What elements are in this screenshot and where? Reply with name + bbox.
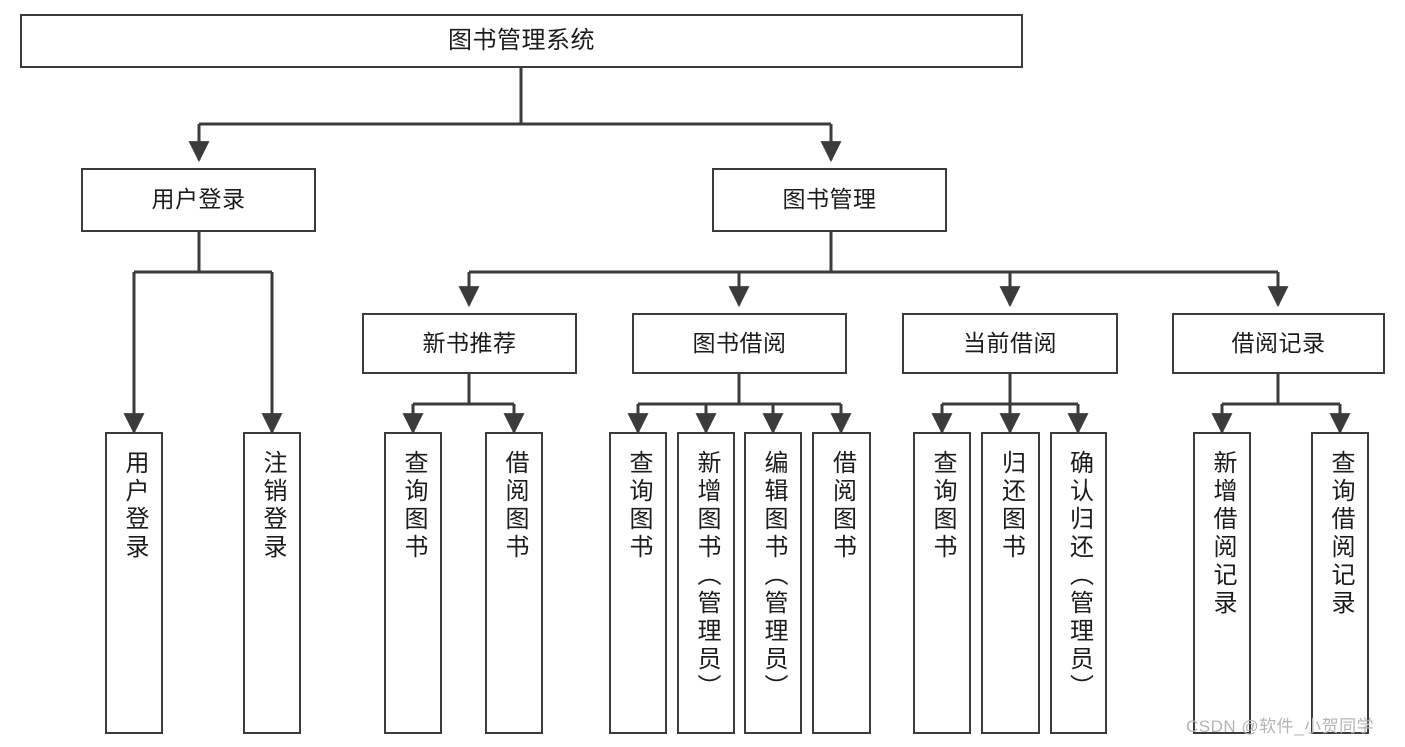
node-label: 借阅记录 [1231, 329, 1326, 356]
node-label: 查询图书 [929, 450, 956, 562]
node-book-management-system[interactable]: 图书管理系统 [20, 14, 1023, 68]
node-leaf-add-record[interactable]: 新增借阅记录 [1193, 432, 1251, 734]
node-leaf-edit-book[interactable]: 编辑图书（管理员） [744, 432, 802, 734]
node-leaf-return-book[interactable]: 归还图书 [981, 432, 1040, 734]
node-book-management[interactable]: 图书管理 [712, 168, 947, 232]
node-user-login[interactable]: 用户登录 [81, 168, 316, 232]
node-label: 查询图书 [400, 450, 427, 562]
node-label: 归还图书 [997, 450, 1025, 562]
node-label: 图书借阅 [692, 329, 787, 356]
node-label: 用户登录 [151, 186, 246, 213]
node-label: 图书管理 [782, 186, 877, 213]
node-leaf-confirm-return[interactable]: 确认归还（管理员） [1050, 432, 1107, 734]
node-label: 注销登录 [259, 450, 286, 562]
node-label: 编辑图书（管理员） [760, 450, 787, 702]
node-label: 新书推荐 [422, 329, 517, 356]
node-label: 借阅图书 [501, 450, 528, 562]
node-label: 新增图书（管理员） [693, 450, 720, 702]
watermark-text: CSDN @软件_小贺同学 [1186, 717, 1375, 736]
node-new-book-recommend[interactable]: 新书推荐 [362, 313, 577, 374]
node-leaf-add-book[interactable]: 新增图书（管理员） [677, 432, 735, 734]
node-label: 新增借阅记录 [1209, 450, 1236, 618]
node-leaf-query-book-3[interactable]: 查询图书 [913, 432, 971, 734]
node-borrow-record[interactable]: 借阅记录 [1172, 313, 1385, 374]
node-leaf-borrow-book-1[interactable]: 借阅图书 [485, 432, 543, 734]
node-label: 当前借阅 [963, 329, 1057, 356]
node-book-borrow[interactable]: 图书借阅 [632, 313, 847, 374]
node-label: 借阅图书 [828, 450, 856, 562]
node-leaf-query-book-1[interactable]: 查询图书 [384, 432, 442, 734]
node-label: 查询图书 [625, 450, 652, 562]
node-label: 查询借阅记录 [1327, 450, 1354, 618]
node-label: 确认归还（管理员） [1065, 450, 1093, 702]
node-leaf-borrow-book-2[interactable]: 借阅图书 [812, 432, 871, 734]
node-label: 图书管理系统 [448, 26, 595, 54]
node-label: 用户登录 [121, 450, 148, 562]
node-leaf-logout-login[interactable]: 注销登录 [243, 432, 301, 734]
node-current-borrow[interactable]: 当前借阅 [902, 313, 1118, 374]
node-leaf-query-book-2[interactable]: 查询图书 [609, 432, 667, 734]
node-leaf-user-login[interactable]: 用户登录 [105, 432, 163, 734]
node-leaf-query-record[interactable]: 查询借阅记录 [1311, 432, 1369, 734]
